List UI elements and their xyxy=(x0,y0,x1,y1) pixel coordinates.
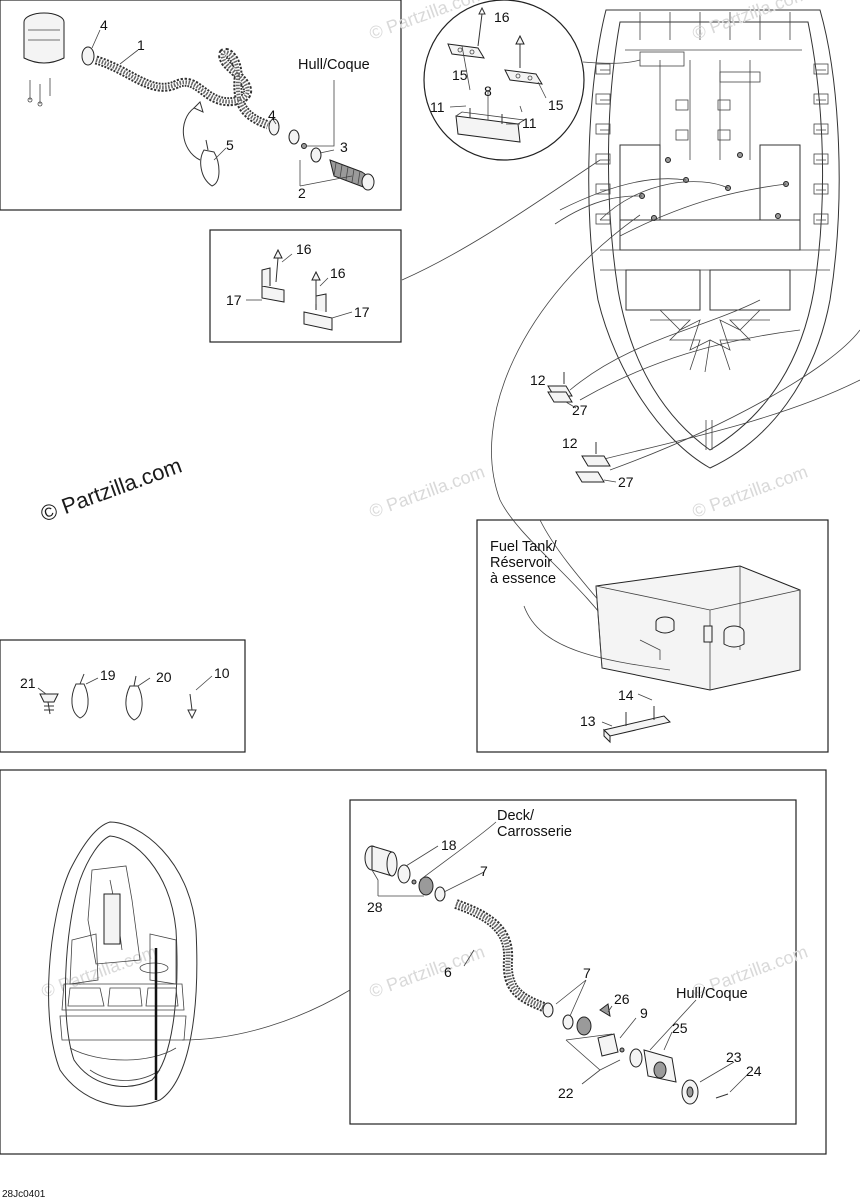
callout-16-circle: 16 xyxy=(494,9,510,25)
watermark-faint-3: © Partzilla.com xyxy=(367,461,488,521)
callout-12-upper: 12 xyxy=(530,372,546,388)
callout-20: 20 xyxy=(156,669,172,685)
callout-14: 14 xyxy=(618,687,634,703)
strip-13 xyxy=(603,706,671,744)
boat-deck-perspective xyxy=(48,821,198,1107)
canister-group xyxy=(23,12,65,107)
callout-25: 25 xyxy=(672,1020,688,1036)
callout-6: 6 xyxy=(444,964,452,980)
frame-deck-vent-detail xyxy=(349,799,797,1125)
callout-11-right: 11 xyxy=(522,115,537,131)
callout-15-right: 15 xyxy=(548,97,564,113)
callout-16-box-a: 16 xyxy=(296,241,312,257)
callout-23: 23 xyxy=(726,1049,742,1065)
frame-brackets-17 xyxy=(209,229,402,343)
callout-7-mid: 7 xyxy=(583,965,591,981)
callout-24: 24 xyxy=(746,1063,762,1079)
bracket-17-right xyxy=(303,270,333,331)
callout-11-left: 11 xyxy=(430,99,445,115)
callout-5: 5 xyxy=(226,137,234,153)
callout-13: 13 xyxy=(580,713,596,729)
callout-3: 3 xyxy=(340,139,348,155)
label-hull-coque: Hull/Coque xyxy=(298,57,370,73)
callout-19: 19 xyxy=(100,667,116,683)
pad-27-upper xyxy=(547,372,573,403)
callout-4-mid: 4 xyxy=(268,107,276,123)
vent-hose-1 xyxy=(94,47,270,130)
watermark-faint-5: © Partzilla.com xyxy=(39,941,160,1001)
hull-top-view xyxy=(588,9,840,469)
watermark-faint-6: © Partzilla.com xyxy=(367,941,488,1001)
screw-21 xyxy=(39,693,59,715)
label-fuel-tank-2: Réservoir xyxy=(490,555,552,571)
bracket-15-right xyxy=(504,34,543,85)
callout-7-top: 7 xyxy=(480,863,488,879)
cable-tie-20 xyxy=(125,675,143,721)
frame-fasteners xyxy=(0,639,246,753)
callout-28: 28 xyxy=(367,899,383,915)
frame-vent-hose-hull xyxy=(0,0,402,211)
callout-27-upper: 27 xyxy=(572,402,588,418)
watermark-faint-4: © Partzilla.com xyxy=(690,461,811,521)
callout-8: 8 xyxy=(484,83,492,99)
frame-deck-vent xyxy=(0,769,827,1155)
fuel-tank xyxy=(595,565,801,691)
cable-tie-5 xyxy=(182,101,220,187)
deck-fitting-28 xyxy=(364,845,446,902)
callout-26: 26 xyxy=(614,991,630,1007)
cable-tie-19 xyxy=(71,673,89,719)
bracket-17-left xyxy=(261,248,285,303)
callout-18: 18 xyxy=(441,837,457,853)
callout-15-left: 15 xyxy=(452,67,468,83)
watermark-faint-1: © Partzilla.com xyxy=(367,0,488,44)
callout-9: 9 xyxy=(640,1005,648,1021)
watermark-main: © Partzilla.com xyxy=(37,453,185,527)
callout-10: 10 xyxy=(214,665,230,681)
clamp-4-top xyxy=(81,46,280,136)
callout-1: 1 xyxy=(137,37,145,53)
callout-17-left: 17 xyxy=(226,292,242,308)
callout-21: 21 xyxy=(20,675,36,691)
pad-27-lower xyxy=(575,442,611,483)
vent-hose-6 xyxy=(454,899,548,1013)
callout-4-top: 4 xyxy=(100,17,108,33)
strip-8 xyxy=(455,108,526,143)
callout-16-box-b: 16 xyxy=(330,265,346,281)
drawing-code: 28Jc0401 xyxy=(2,1189,46,1200)
frame-fuel-tank xyxy=(476,519,829,753)
callout-17-right: 17 xyxy=(354,304,370,320)
hull-fitting-group xyxy=(288,129,375,191)
label-fuel-tank-1: Fuel Tank/ xyxy=(490,539,558,555)
callout-27-lower: 27 xyxy=(618,474,634,490)
bracket-15-left xyxy=(447,6,486,59)
detail-circle-brackets xyxy=(423,0,585,161)
callout-2: 2 xyxy=(298,185,306,201)
label-hull-coque-2: Hull/Coque xyxy=(676,986,748,1002)
hull-fitting-22 xyxy=(542,1002,729,1105)
rivet-10 xyxy=(187,693,197,720)
label-deck-2: Carrosserie xyxy=(497,824,572,840)
label-fuel-tank-3: à essence xyxy=(490,571,556,587)
callout-12-lower: 12 xyxy=(562,435,578,451)
label-deck-1: Deck/ xyxy=(497,808,535,824)
callout-22: 22 xyxy=(558,1085,574,1101)
